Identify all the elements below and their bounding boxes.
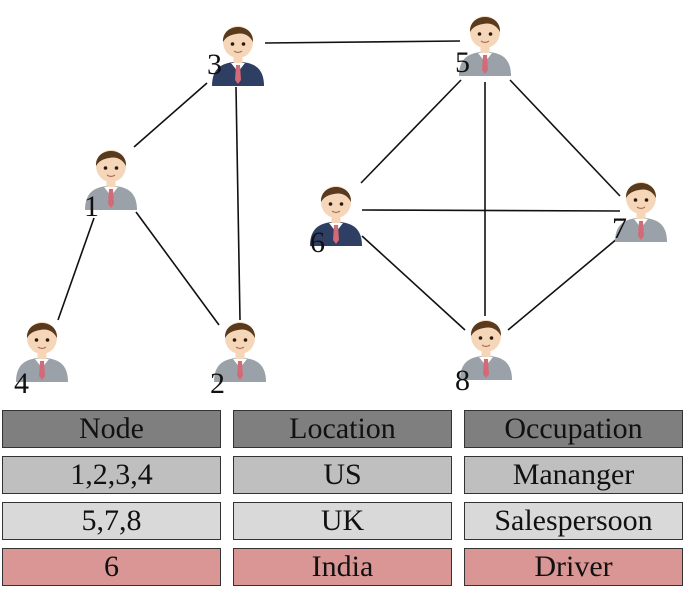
table-cell: Salespersoon [464,502,683,540]
table-cell: Driver [464,548,683,586]
edge-5-7 [509,79,621,197]
edge-1-2 [135,211,220,326]
table-cell: 1,2,3,4 [2,456,221,494]
edge-6-8 [361,235,466,331]
node-label: 2 [210,367,225,400]
table-cell: India [233,548,452,586]
node-label: 3 [207,48,222,81]
node-2: 2 [210,321,267,400]
edge-6-7 [361,209,621,212]
node-8: 8 [455,319,513,397]
table-cell: 5,7,8 [2,502,221,540]
node-4: 4 [14,321,69,400]
table-cell: UK [233,502,452,540]
node-1: 1 [84,149,138,223]
node-label: 4 [14,367,29,400]
node-label: 1 [84,190,99,223]
network-graph: 1 2 3 4 5 6 7 8 [14,15,668,400]
node-label: 7 [612,212,627,245]
edge-3-2 [235,86,241,321]
table-header-node: Node [2,410,221,448]
table-header-location: Location [233,410,452,448]
edge-7-8 [507,237,619,331]
edge-3-5 [264,40,461,44]
node-label: 8 [455,364,470,397]
node-label: 6 [310,226,325,259]
table-header-occupation: Occupation [464,410,683,448]
node-6: 6 [309,185,363,259]
edge-5-6 [360,79,462,184]
table-cell: 6 [2,548,221,586]
nodes: 1 2 3 4 5 6 7 8 [14,15,668,400]
edge-1-3 [133,82,208,148]
edge-1-4 [57,217,95,321]
node-3: 3 [207,25,265,87]
node-label: 5 [455,46,470,79]
edges [57,40,621,331]
node-5: 5 [455,15,512,79]
attribute-table: Node Location Occupation 1,2,3,4 US Mana… [0,406,685,590]
table-cell: US [233,456,452,494]
node-7: 7 [612,181,668,245]
table-cell: Mananger [464,456,683,494]
